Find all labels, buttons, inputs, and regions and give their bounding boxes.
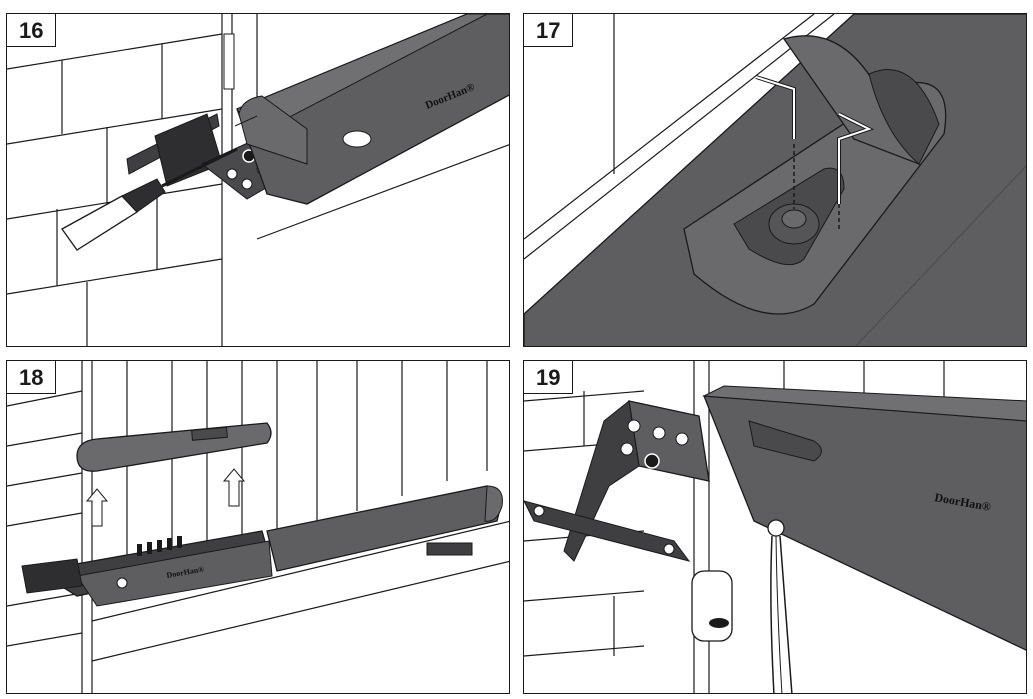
step-18-illustration: DoorHan®	[7, 361, 509, 693]
step-17-illustration	[524, 14, 1026, 346]
gate-bars	[7, 361, 509, 693]
step-16-illustration: DoorHan®	[7, 14, 509, 346]
operator-housing	[266, 485, 503, 572]
mount-nut-icon	[644, 453, 660, 469]
gate-hinge	[691, 570, 733, 642]
step-18-panel: 18 DoorHan®	[6, 360, 510, 694]
mount-bracket	[628, 400, 710, 482]
step-number-17: 17	[524, 14, 574, 47]
power-cable	[770, 535, 775, 693]
step-number-19: 19	[524, 361, 574, 394]
wall-bracket	[21, 558, 83, 594]
cable-gland-icon	[767, 519, 785, 537]
step-16-panel: 16 DoorHan®	[6, 13, 510, 347]
step-number-16: 16	[7, 14, 57, 47]
step-19-panel: 19 DoorHan®	[523, 360, 1027, 694]
lift-arrow-icon	[85, 488, 109, 527]
gate-hinge	[223, 33, 235, 90]
step-19-illustration: DoorHan®	[524, 361, 1026, 693]
wall-bracket	[524, 500, 691, 562]
step-17-panel: 17	[523, 13, 1027, 347]
step-number-18: 18	[7, 361, 57, 394]
brick-wall	[7, 14, 258, 346]
lift-arrow-icon	[222, 468, 246, 507]
